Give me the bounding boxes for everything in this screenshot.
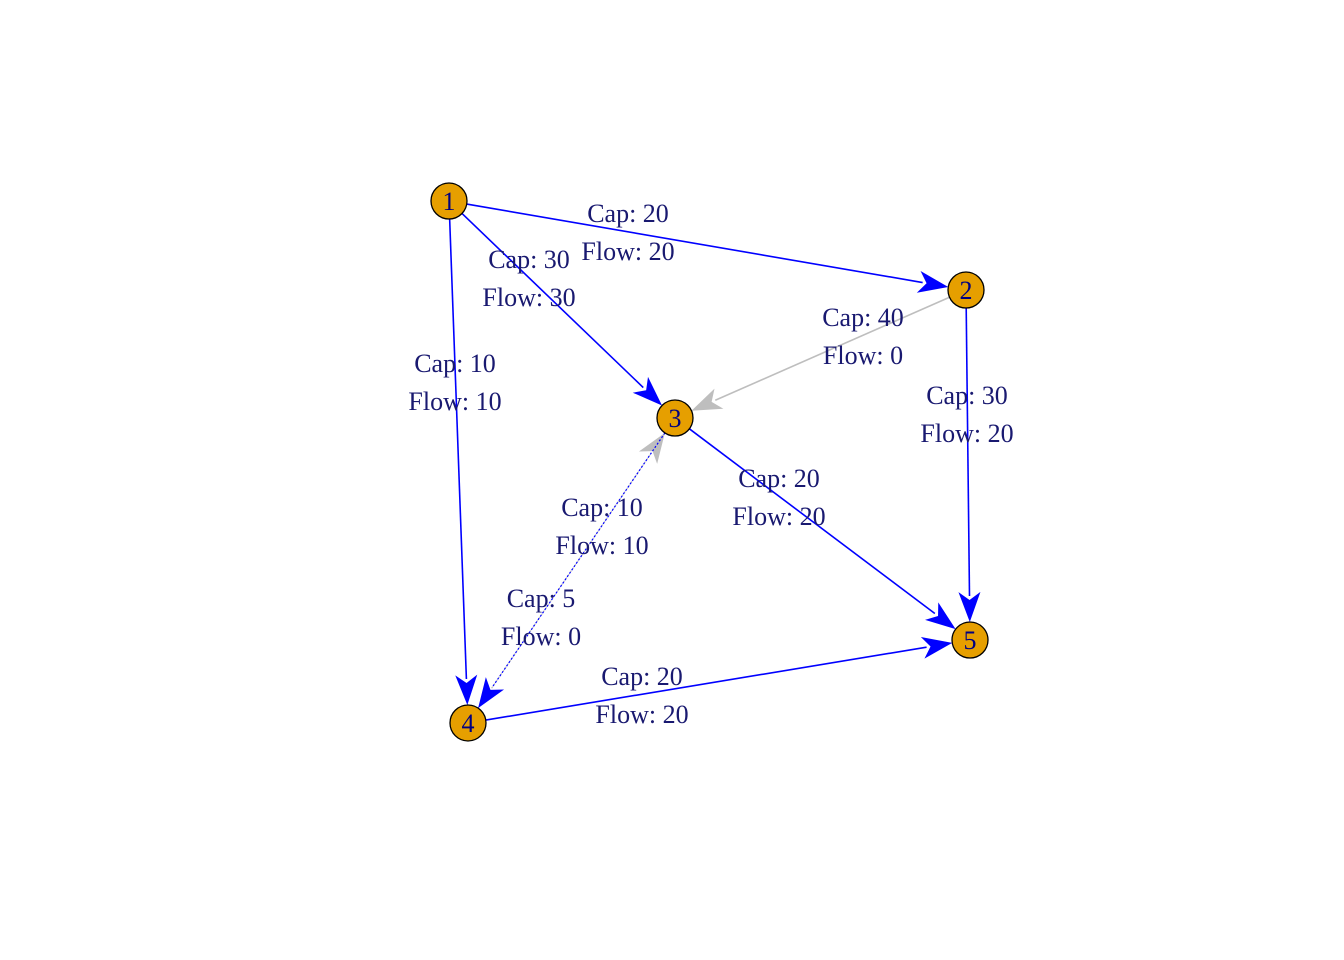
node-circle <box>951 621 989 659</box>
edge-line <box>492 432 666 687</box>
capacity-label: Cap: 20 <box>738 464 820 493</box>
arrowhead-icon <box>478 677 505 709</box>
arrowhead-icon <box>691 388 724 411</box>
nodes-layer: 1 2 3 4 5 <box>430 182 989 742</box>
capacity-label: Cap: 10 <box>561 493 643 522</box>
flow-label: Flow: 0 <box>823 341 903 370</box>
edge-label-3-4: Cap: 5 Flow: 0 <box>501 584 581 651</box>
node-circle <box>430 182 468 220</box>
flow-label: Flow: 10 <box>408 387 501 416</box>
arrowhead-icon <box>958 591 981 623</box>
edge-4-5 <box>485 636 953 721</box>
edge-label-2-5: Cap: 30 Flow: 20 <box>920 381 1013 448</box>
edge-4-3 <box>477 432 665 709</box>
node-label: 3 <box>669 404 682 433</box>
node-3: 3 <box>656 399 694 437</box>
capacity-label: Cap: 10 <box>414 349 496 378</box>
node-5: 5 <box>951 621 989 659</box>
edge-2-3 <box>691 296 950 411</box>
capacity-label: Cap: 40 <box>822 303 904 332</box>
arrowhead-icon <box>632 376 663 406</box>
arrowhead-icon <box>916 271 949 293</box>
edge-3-4 <box>478 432 666 709</box>
edge-label-1-4: Cap: 10 Flow: 10 <box>408 349 501 416</box>
edge-label-4-3: Cap: 10 Flow: 10 <box>555 493 648 560</box>
capacity-label: Cap: 5 <box>507 584 576 613</box>
arrowhead-icon <box>920 636 953 659</box>
edge-3-5 <box>688 428 956 630</box>
node-label: 5 <box>964 626 977 655</box>
flow-label: Flow: 10 <box>555 531 648 560</box>
arrowhead-icon <box>925 602 956 630</box>
edge-line <box>688 428 936 615</box>
edge-1-2 <box>466 203 949 293</box>
node-circle <box>656 399 694 437</box>
arrowhead-icon <box>455 674 478 706</box>
edge-1-3 <box>461 212 663 406</box>
edge-label-3-5: Cap: 20 Flow: 20 <box>732 464 825 531</box>
capacity-label: Cap: 20 <box>601 662 683 691</box>
node-label: 1 <box>443 187 456 216</box>
arrowhead-icon <box>638 432 665 464</box>
node-label: 2 <box>960 276 973 305</box>
edges-layer <box>448 203 981 721</box>
capacity-label: Cap: 20 <box>587 199 669 228</box>
flow-label: Flow: 20 <box>920 419 1013 448</box>
capacity-label: Cap: 30 <box>926 381 1008 410</box>
edge-label-4-5: Cap: 20 Flow: 20 <box>595 662 688 729</box>
edge-line <box>477 454 651 709</box>
node-circle <box>449 704 487 742</box>
node-2: 2 <box>947 271 985 309</box>
flow-label: Flow: 30 <box>482 283 575 312</box>
flow-label: Flow: 20 <box>595 700 688 729</box>
flow-label: Flow: 20 <box>581 237 674 266</box>
node-4: 4 <box>449 704 487 742</box>
edge-1-4 <box>448 218 478 706</box>
edge-line <box>448 218 468 680</box>
edge-2-5 <box>958 307 981 623</box>
edge-line <box>714 296 950 402</box>
flow-label: Flow: 0 <box>501 622 581 651</box>
edge-line <box>461 212 644 389</box>
edge-label-2-3: Cap: 40 Flow: 0 <box>822 303 904 370</box>
flow-label: Flow: 20 <box>732 502 825 531</box>
capacity-label: Cap: 30 <box>488 245 570 274</box>
edge-line <box>466 203 923 284</box>
node-circle <box>947 271 985 309</box>
edge-label-1-2: Cap: 20 Flow: 20 <box>581 199 674 266</box>
node-1: 1 <box>430 182 468 220</box>
edge-labels-layer: Cap: 20 Flow: 20 Cap: 30 Flow: 30 Cap: 10 Flo… <box>408 199 1013 729</box>
node-label: 4 <box>462 709 475 738</box>
edge-line <box>485 646 927 721</box>
edge-label-1-3: Cap: 30 Flow: 30 <box>482 245 575 312</box>
edge-line <box>965 307 971 597</box>
